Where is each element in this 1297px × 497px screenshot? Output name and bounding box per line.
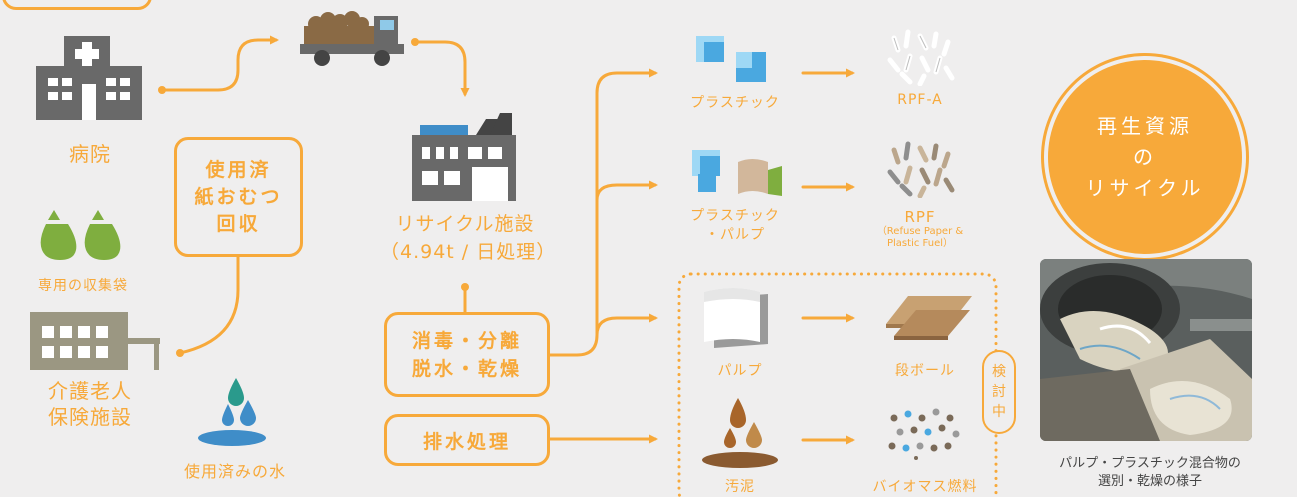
under-review-char-3: 中 bbox=[992, 404, 1006, 420]
factory-icon bbox=[412, 113, 516, 201]
sorting-photo-image bbox=[1040, 259, 1252, 441]
collection-line3: 回収 bbox=[216, 212, 261, 235]
water-drops-icon bbox=[198, 378, 266, 446]
nursing-home-icon bbox=[30, 312, 160, 370]
under-review-char-1: 検 bbox=[992, 364, 1006, 380]
rpf-sub1: （Refuse Paper & bbox=[876, 226, 964, 237]
plastic-pulp-label: プラスチック ・パルプ bbox=[670, 207, 800, 245]
under-review-badge: 検 討 中 bbox=[982, 350, 1016, 434]
process-line2: 脱水・乾燥 bbox=[411, 357, 522, 380]
plastic-pulp-line1: プラスチック bbox=[690, 208, 780, 224]
rpf-a-pellets-icon bbox=[887, 29, 955, 86]
photo-caption-line2: 選別・乾燥の様子 bbox=[1097, 474, 1202, 489]
plastic-label: プラスチック bbox=[690, 95, 780, 111]
photo-caption-line1: パルプ・プラスチック混合物の bbox=[1059, 456, 1241, 471]
facility-line1: リサイクル施設 bbox=[395, 213, 535, 235]
drain-box: 排水処理 bbox=[384, 414, 550, 466]
rpf-title: RPF bbox=[904, 208, 936, 226]
circle-line2: の bbox=[1133, 144, 1157, 169]
truck-icon bbox=[300, 11, 404, 66]
pulp-label: パルプ bbox=[717, 363, 763, 379]
facility-label: リサイクル施設 （4.94t / 日処理） bbox=[380, 210, 557, 266]
collection-bag-icon bbox=[40, 210, 121, 260]
drain-label: 排水処理 bbox=[422, 430, 511, 453]
collection-line2: 紙おむつ bbox=[194, 185, 283, 208]
biomass-label: バイオマス燃料 bbox=[872, 479, 978, 495]
collection-line1: 使用済 bbox=[205, 158, 272, 181]
hospital-label: 病院 bbox=[69, 142, 111, 166]
cardboard-icon bbox=[886, 296, 972, 340]
nursing-home-line1: 介護老人 bbox=[48, 379, 132, 403]
nursing-home-label: 介護老人 保険施設 bbox=[30, 378, 150, 430]
sludge-icon bbox=[702, 398, 778, 468]
bag-label: 専用の収集袋 bbox=[38, 278, 128, 294]
plastic-pulp-icon bbox=[692, 150, 782, 196]
process-box: 消毒・分離 脱水・乾燥 bbox=[384, 312, 550, 397]
cardboard-label: 段ボール bbox=[895, 363, 955, 379]
under-review-char-2: 討 bbox=[992, 384, 1006, 400]
collection-box: 使用済 紙おむつ 回収 bbox=[174, 137, 303, 257]
hospital-icon bbox=[36, 36, 142, 120]
process-line1: 消毒・分離 bbox=[411, 329, 522, 352]
rpf-label: RPF （Refuse Paper & Plastic Fuel） bbox=[860, 208, 980, 250]
sorting-photo bbox=[1040, 259, 1252, 441]
rpf-sub2: Plastic Fuel） bbox=[887, 238, 953, 249]
biomass-pellets-icon bbox=[888, 408, 960, 460]
header-tab bbox=[2, 0, 152, 10]
circle-line1: 再生資源 bbox=[1097, 113, 1193, 138]
facility-line2: （4.94t / 日処理） bbox=[380, 241, 557, 263]
rpf-pellets-icon bbox=[887, 141, 955, 198]
rpf-a-label: RPF-A bbox=[897, 92, 943, 108]
nursing-home-line2: 保険施設 bbox=[48, 405, 132, 429]
pulp-icon bbox=[704, 288, 768, 348]
plastic-icon bbox=[696, 36, 766, 82]
recycling-circle-badge: 再生資源 の リサイクル bbox=[1048, 60, 1242, 254]
sludge-label: 汚泥 bbox=[725, 479, 755, 495]
plastic-pulp-line2: ・パルプ bbox=[705, 227, 765, 243]
used-water-label: 使用済みの水 bbox=[183, 462, 286, 481]
circle-line3: リサイクル bbox=[1085, 175, 1205, 200]
photo-caption: パルプ・プラスチック混合物の 選別・乾燥の様子 bbox=[1020, 455, 1280, 491]
